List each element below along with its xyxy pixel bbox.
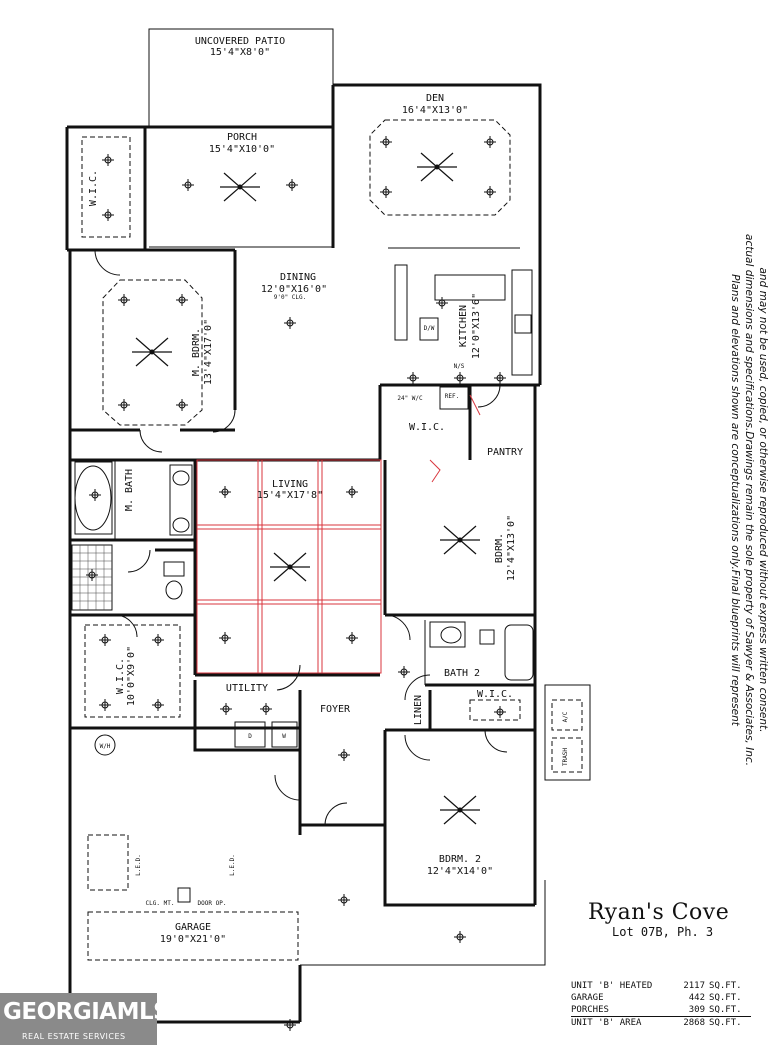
georgia-mls-logo: GEORGIAMLS REAL ESTATE SERVICES — [0, 993, 170, 1045]
bedroom2-dims: 12'4"X14'0" — [427, 866, 493, 877]
utility-label: UTILITY — [226, 683, 268, 694]
ns-label: N/S — [454, 363, 465, 370]
area-total-row: UNIT 'B' AREA 2868 SQ.FT. — [571, 1016, 751, 1029]
led-left-label: L.E.D. — [135, 854, 142, 876]
area-value: 2868 — [675, 1016, 710, 1029]
area-unit: SQ.FT. — [709, 1016, 751, 1029]
linen-label: LINEN — [413, 695, 424, 725]
area-unit: SQ.FT. — [709, 1005, 742, 1015]
porch-dims: 15'4"X10'0" — [209, 144, 275, 155]
logo-wordmark: GEORGIAMLS — [3, 999, 170, 1025]
dw-label: D/W — [424, 325, 435, 332]
area-value: 442 — [688, 993, 706, 1003]
master-bath-label: M. BATH — [124, 469, 135, 511]
den-label: DEN — [426, 93, 444, 104]
area-label: PORCHES — [571, 1005, 609, 1015]
living-label: LIVING — [272, 479, 308, 490]
area-label: UNIT 'B' AREA — [571, 1016, 676, 1029]
wic-kitchen-label: W.I.C. — [409, 422, 445, 433]
clg-mt-label: CLG. MT. — [146, 900, 175, 907]
door-op-label: DOOR OP. — [198, 900, 227, 907]
light-fixtures — [85, 135, 507, 1032]
master-bedroom-label: M. BDRM. — [191, 328, 202, 376]
kitchen-label: KITCHEN — [458, 305, 469, 347]
dining-dims: 12'0"X16'0" — [261, 284, 327, 295]
bedroom-dims: 12'4"X13'0" — [506, 515, 517, 581]
living-ceiling-grid — [196, 394, 481, 674]
door-swings — [94, 249, 508, 826]
exterior-walls — [65, 28, 546, 1024]
bedroom-label: BDRM. — [494, 533, 505, 563]
wic-master-label: W.I.C. — [115, 658, 126, 694]
ac-label: A/C — [562, 711, 569, 722]
garage-dims: 19'0"X21'0" — [160, 934, 226, 945]
garage-label: GARAGE — [175, 922, 211, 933]
area-label: GARAGE — [571, 993, 604, 1003]
living-dims: 15'4"X17'8" — [257, 490, 323, 501]
master-bedroom-dims: 13'4"X17'0" — [203, 319, 214, 385]
pantry-label: PANTRY — [487, 447, 523, 458]
patio-label: UNCOVERED PATIO — [195, 36, 285, 47]
wic-bed2-label: W.I.C. — [477, 689, 513, 700]
utility-appliances — [94, 314, 532, 903]
tray-ceilings — [81, 119, 521, 961]
bath-fixtures — [71, 461, 534, 681]
kitchen-dims: 12'0"X13'6" — [471, 293, 482, 359]
area-unit: SQ.FT. — [709, 993, 742, 1003]
patio-dims: 15'4"X8'0" — [210, 47, 270, 58]
dryer-label: D — [248, 733, 252, 740]
area-value: 309 — [688, 1005, 706, 1015]
fixture-labels: REF. D/W D W W/H L.E.D. L.E.D. CLG. MT. … — [100, 325, 569, 907]
disclaimer-line-3: Plans and elevations shown are conceptua… — [729, 274, 741, 727]
area-label: UNIT 'B' HEATED — [571, 981, 653, 991]
ref-label: REF. — [445, 393, 459, 400]
water-heater-label: W/H — [100, 743, 111, 750]
disclaimer-text: and may not be used, copied, or otherwis… — [729, 234, 768, 766]
disclaimer-line-2: actual dimensions and specifications.Dra… — [743, 234, 755, 766]
foyer-label: FOYER — [320, 704, 351, 715]
area-row: PORCHES 309 SQ.FT. — [571, 1004, 751, 1017]
shelf-label: 24" W/C — [397, 395, 423, 402]
area-value: 2117 — [683, 981, 706, 991]
dining-label: DINING — [280, 272, 316, 283]
den-dims: 16'4"X13'0" — [402, 105, 468, 116]
title-block: Ryan's Cove Lot 07B, Ph. 3 — [560, 900, 770, 939]
room-labels: UNCOVERED PATIO 15'4"X8'0" DEN 16'4"X13'… — [88, 36, 523, 945]
wic-top-label: W.I.C. — [88, 170, 99, 206]
project-title: Ryan's Cove — [588, 900, 730, 925]
led-right-label: L.E.D. — [229, 854, 236, 876]
lot-label: Lot 07B, Ph. 3 — [612, 925, 714, 939]
wic-master-dims: 10'0"X9'0" — [126, 646, 137, 706]
bedroom2-label: BDRM. 2 — [439, 854, 481, 865]
interior-walls — [67, 127, 591, 825]
dining-ceiling-note: 9'0" CLG. — [274, 294, 307, 301]
disclaimer-line-1: and may not be used, copied, or otherwis… — [757, 268, 768, 733]
logo-tagline: REAL ESTATE SERVICES — [22, 1032, 126, 1041]
porch-label: PORCH — [227, 132, 257, 143]
area-table: UNIT 'B' HEATED 2117 SQ.FT. GARAGE 442 S… — [571, 980, 751, 1029]
washer-label: W — [282, 733, 286, 740]
area-row: GARAGE 442 SQ.FT. — [571, 992, 751, 1004]
area-row: UNIT 'B' HEATED 2117 SQ.FT. — [571, 980, 751, 992]
trash-label: TRASH — [562, 748, 569, 766]
area-unit: SQ.FT. — [709, 981, 742, 991]
bath2-label: BATH 2 — [444, 668, 480, 679]
